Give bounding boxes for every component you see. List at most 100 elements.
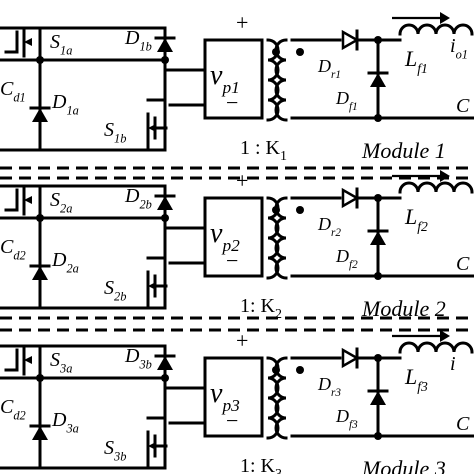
label-current: io1 bbox=[450, 35, 468, 61]
label-cap: Cd1 bbox=[0, 78, 26, 104]
label-diode-a: D2a bbox=[51, 249, 79, 275]
label-ratio-main: 1: K bbox=[240, 295, 276, 317]
diode-a-body bbox=[32, 426, 48, 440]
junction-dot bbox=[296, 206, 304, 214]
label-diode-a: D1a bbox=[51, 91, 79, 117]
label-plus: + bbox=[236, 168, 248, 193]
junction-dot bbox=[296, 366, 304, 374]
current-arrow-head bbox=[440, 170, 450, 182]
label-ratio-main: 1 : K bbox=[240, 137, 281, 159]
label-diode-r: Dr1 bbox=[317, 56, 341, 81]
label-diode-f: Df2 bbox=[335, 246, 358, 271]
label-cap-right: C bbox=[456, 95, 470, 117]
label-diode-b: D1b bbox=[124, 27, 152, 53]
label-switch-a-base: S bbox=[50, 349, 60, 371]
label-diode-b-base: D bbox=[124, 27, 140, 49]
label-cap-base: C bbox=[0, 396, 14, 418]
label-plus: + bbox=[236, 10, 248, 35]
junction-dot bbox=[36, 374, 44, 382]
diode-r-body bbox=[341, 347, 360, 369]
label-module: Module 3 bbox=[361, 456, 446, 474]
switch-b bbox=[146, 430, 168, 462]
label-switch-a-sub: 2a bbox=[60, 201, 72, 215]
switch-b bbox=[146, 270, 168, 302]
diode-f-body bbox=[370, 73, 386, 87]
label-vp-base: v bbox=[210, 378, 223, 409]
mosfet-arrow bbox=[24, 356, 32, 364]
label-inductor-base: L bbox=[404, 204, 417, 229]
filter-inductor bbox=[398, 341, 474, 354]
label-diode-b-sub: 2b bbox=[139, 197, 151, 211]
label-vp: vp3 bbox=[210, 378, 240, 415]
label-cap-sub: d2 bbox=[13, 248, 25, 262]
junction-dot bbox=[272, 48, 280, 56]
label-current-base: i bbox=[450, 35, 456, 57]
label-diode-f: Df3 bbox=[335, 406, 358, 431]
label-diode-r-sub: r3 bbox=[331, 387, 341, 399]
label-diode-f-base: D bbox=[335, 406, 349, 426]
junction-dot bbox=[36, 56, 44, 64]
label-switch-b-sub: 2b bbox=[114, 289, 126, 303]
label-diode-b-base: D bbox=[124, 185, 140, 207]
label-diode-b-sub: 3b bbox=[138, 357, 151, 371]
label-diode-a: D3a bbox=[51, 409, 79, 435]
label-diode-r-sub: r2 bbox=[331, 227, 341, 239]
label-ratio: 1: K2 bbox=[240, 295, 282, 322]
label-switch-b: S3b bbox=[104, 437, 126, 463]
label-switch-a-base: S bbox=[50, 31, 60, 53]
label-ratio: 1 : K1 bbox=[240, 137, 287, 164]
label-inductor: Lf2 bbox=[404, 204, 428, 234]
label-inductor-sub: f2 bbox=[417, 219, 428, 234]
mosfet-arrow bbox=[24, 38, 32, 46]
diode-r-body bbox=[341, 187, 360, 209]
label-vp-sub: p2 bbox=[220, 236, 240, 255]
label-ratio-main: 1: K bbox=[240, 455, 276, 474]
junction-dot bbox=[296, 48, 304, 56]
label-switch-b: S1b bbox=[104, 119, 126, 145]
label-diode-f-sub: f1 bbox=[349, 101, 358, 113]
label-diode-r-base: D bbox=[317, 56, 331, 76]
switch-b bbox=[146, 112, 168, 144]
label-inductor-base: L bbox=[404, 364, 417, 389]
label-inductor-base: L bbox=[404, 46, 417, 71]
label-diode-a-sub: 3a bbox=[65, 421, 78, 435]
diode-f-body bbox=[370, 231, 386, 245]
junction-dot bbox=[374, 432, 382, 440]
junction-dot bbox=[161, 56, 169, 64]
mosfet-arrow bbox=[148, 124, 156, 132]
label-minus: − bbox=[226, 90, 238, 115]
label-diode-b: D3b bbox=[124, 345, 152, 371]
filter-inductor bbox=[398, 23, 474, 36]
label-current-sub: o1 bbox=[456, 47, 468, 61]
primary-box bbox=[203, 356, 264, 438]
label-plus: + bbox=[236, 328, 248, 353]
junction-dot bbox=[161, 214, 169, 222]
label-switch-b-sub: 1b bbox=[114, 131, 126, 145]
label-ratio-sub: 1 bbox=[280, 149, 287, 164]
label-cap-base: C bbox=[0, 236, 14, 258]
label-switch-b-sub: 3b bbox=[113, 449, 126, 463]
label-current: i bbox=[450, 353, 456, 375]
diode-r-body bbox=[341, 29, 360, 51]
label-cap-sub: d2 bbox=[13, 408, 25, 422]
diode-b-body bbox=[157, 38, 173, 52]
primary-box bbox=[203, 38, 264, 120]
label-inductor-sub: f1 bbox=[417, 61, 428, 76]
label-vp-base: v bbox=[210, 218, 223, 249]
label-inductor-sub: f3 bbox=[417, 379, 428, 394]
label-diode-f-sub: f3 bbox=[349, 419, 358, 431]
switch-a bbox=[4, 344, 32, 376]
label-inductor: Lf1 bbox=[404, 46, 428, 76]
label-switch-a-base: S bbox=[50, 189, 60, 211]
filter-inductor bbox=[398, 181, 474, 194]
label-diode-a-base: D bbox=[51, 91, 67, 113]
label-diode-b-base: D bbox=[124, 345, 140, 367]
label-switch-a: S2a bbox=[50, 189, 72, 215]
current-arrow-head bbox=[440, 12, 450, 24]
label-minus: − bbox=[226, 408, 238, 433]
